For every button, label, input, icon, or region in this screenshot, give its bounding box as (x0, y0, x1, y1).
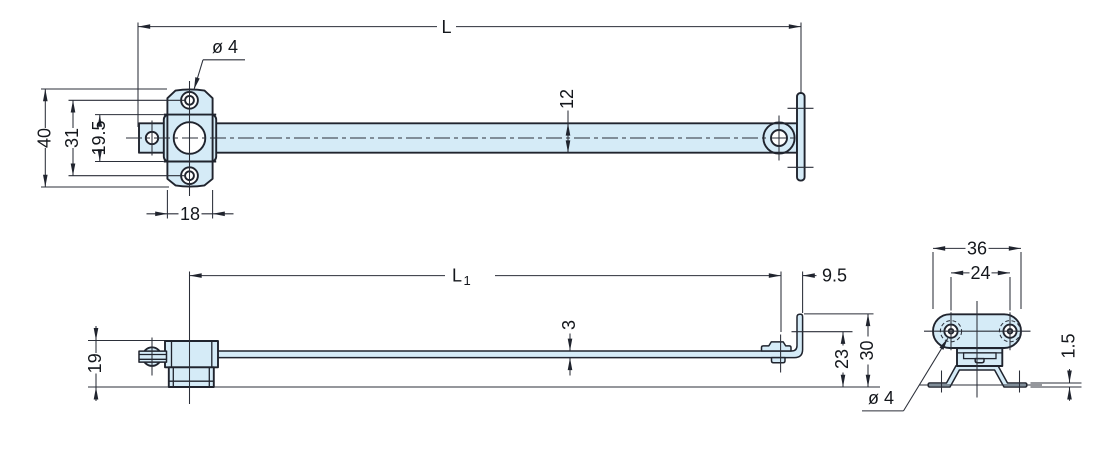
dim-label-19-5: 19.5 (89, 120, 109, 155)
dim-label-L: L (441, 17, 451, 37)
dim-label-L1: L (452, 266, 462, 286)
dim-label-L1-sub: 1 (464, 273, 471, 288)
pivot-block-lower (167, 366, 215, 388)
rivet-tail (770, 356, 786, 364)
slider-clip (760, 341, 792, 352)
dim-label-23: 23 (832, 349, 852, 369)
top-view: L ø 4 40 31 19.5 (34, 17, 814, 224)
pivot-pin-shaft (138, 350, 168, 363)
dim-label-24: 24 (970, 263, 990, 283)
callout-hole-dia-end: ø 4 (862, 338, 949, 412)
dim-label-12: 12 (557, 89, 577, 109)
dim-plate-height: 40 (34, 88, 169, 188)
dim-arm-height: 23 (791, 331, 853, 387)
dim-label-18: 18 (180, 204, 200, 224)
dim-label-31: 31 (62, 128, 82, 148)
dim-bar-width: 12 (557, 89, 577, 153)
dim-bracket-height: 30 (804, 313, 877, 387)
dim-label-40: 40 (34, 128, 54, 148)
end-view: 36 24 1.5 ø 4 (862, 239, 1082, 412)
dim-foot-thickness: 1.5 (1030, 333, 1082, 401)
dim-length-L1: L 1 9.5 (189, 266, 847, 332)
dim-pivot-height: 19 (85, 326, 105, 401)
dim-label-1-5: 1.5 (1059, 333, 1079, 358)
end-flange (796, 92, 806, 182)
dim-label-19: 19 (85, 353, 105, 373)
dim-label-hole-dia-end: ø 4 (868, 388, 894, 408)
pivot-pin-lines (139, 353, 167, 360)
dim-hole-pitch-31: 31 (62, 99, 186, 177)
side-view: L 1 9.5 3 23 30 19 (85, 266, 880, 404)
dim-label-3: 3 (559, 320, 579, 330)
dim-boss-width: 19.5 (89, 114, 164, 163)
dim-hole-pitch-24: 24 (950, 263, 1011, 311)
flange-hole-marks (787, 107, 814, 168)
callout-hole-dia-top: ø 4 (193, 37, 245, 90)
dim-bar-thickness: 3 (559, 320, 579, 376)
dim-bracket-width: 36 (932, 239, 1022, 309)
dim-label-36: 36 (967, 239, 987, 259)
pivot-block-lower-lines (168, 367, 214, 387)
dim-label-hole-dia-top: ø 4 (212, 37, 238, 57)
pivot-block-upper (164, 340, 219, 369)
stay-bar-side (165, 313, 804, 359)
dim-label-9-5: 9.5 (822, 266, 847, 286)
dim-overall-length: L (137, 17, 802, 127)
dim-label-30: 30 (857, 340, 877, 360)
dim-plate-width: 18 (146, 190, 234, 224)
end-view-centerlines (919, 301, 1042, 398)
pivot-block-upper-lines (170, 341, 213, 368)
